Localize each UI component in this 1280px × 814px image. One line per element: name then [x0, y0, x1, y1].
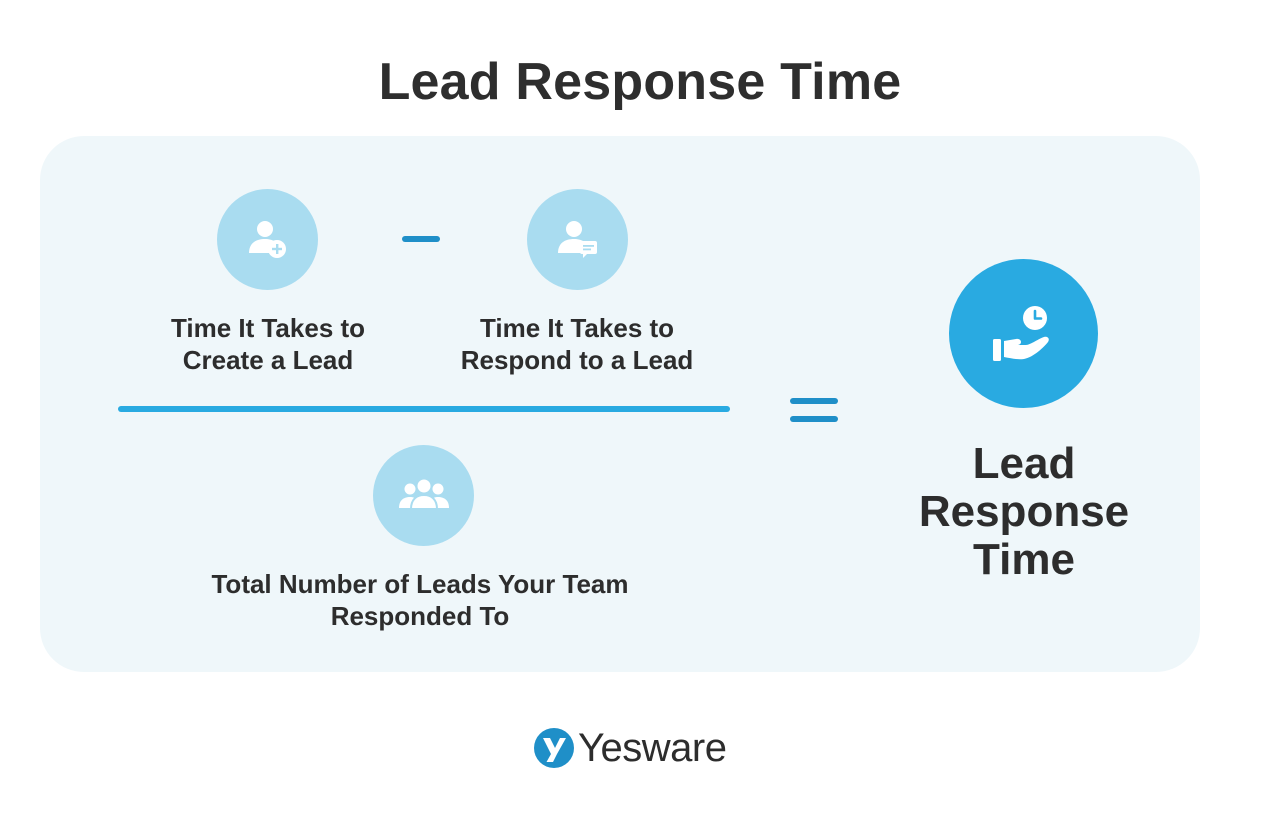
fraction-bar	[118, 406, 730, 412]
result-icon-circle	[949, 259, 1098, 408]
result-label: Lead Response Time	[918, 439, 1130, 584]
logo-text: Yesware	[578, 725, 727, 770]
equals-line-top	[790, 398, 838, 404]
team-icon	[398, 477, 449, 510]
respond-lead-label: Time It Takes to Respond to a Lead	[460, 313, 694, 375]
page-title: Lead Response Time	[378, 53, 902, 111]
create-lead-label: Time It Takes to Create a Lead	[170, 313, 366, 375]
user-message-icon	[557, 220, 597, 258]
respond-lead-icon-circle	[527, 189, 628, 290]
user-add-icon	[248, 220, 286, 258]
create-lead-icon-circle	[217, 189, 318, 290]
minus-operator	[402, 236, 440, 242]
yesware-logo: Yesware	[533, 725, 727, 771]
denominator-label: Total Number of Leads Your Team Responde…	[211, 569, 629, 631]
yesware-logo-icon	[534, 728, 574, 768]
equals-line-bottom	[790, 416, 838, 422]
hand-clock-icon	[992, 305, 1049, 361]
team-icon-circle	[373, 445, 474, 546]
